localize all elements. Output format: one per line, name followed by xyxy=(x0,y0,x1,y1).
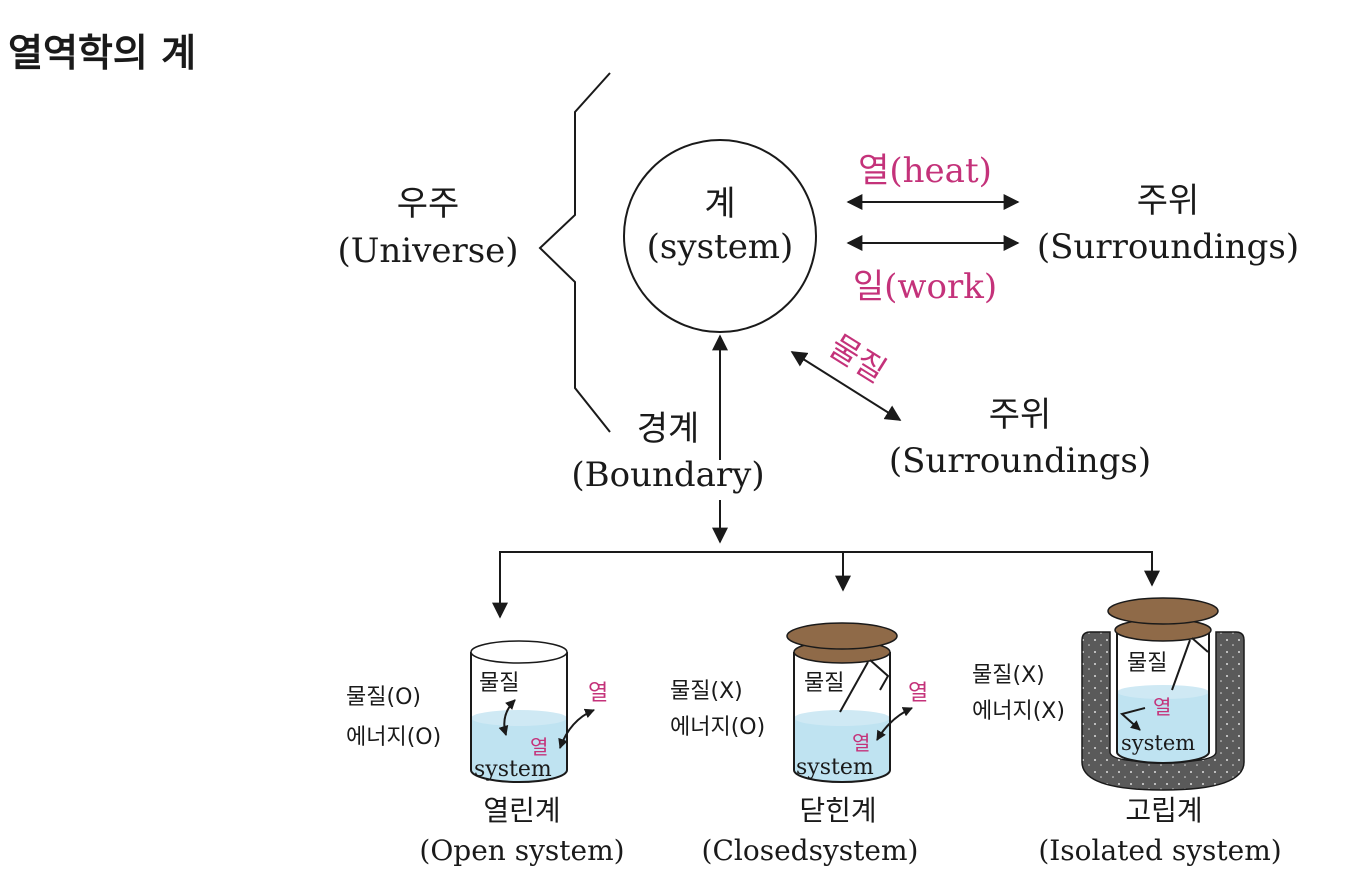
open-water-surface xyxy=(471,710,567,726)
open-matter-status: 물질(O) xyxy=(346,685,421,710)
open-heat-in: 열 xyxy=(530,735,548,759)
insulation-jacket xyxy=(1081,631,1245,791)
closed-water xyxy=(794,718,890,782)
closed-matter-in: 물질 xyxy=(804,671,844,696)
surroundings-top-en: (Surroundings) xyxy=(1037,227,1299,267)
closed-lid-top xyxy=(786,622,898,650)
open-name-ko: 열린계 xyxy=(483,794,560,827)
closed-heat-in: 열 xyxy=(852,731,870,755)
universe-label-ko: 우주 xyxy=(397,184,460,224)
system-label-en: (system) xyxy=(647,227,794,267)
isolated-name-ko: 고립계 xyxy=(1125,794,1202,827)
isolated-energy-status: 에너지(X) xyxy=(972,699,1065,724)
open-matter-in: 물질 xyxy=(479,671,519,696)
open-system-illustration xyxy=(470,640,568,783)
open-matter-arrow xyxy=(498,699,516,736)
boundary-label-ko: 경계 xyxy=(637,409,700,449)
matter-arrow xyxy=(790,351,902,421)
closed-matter-status: 물질(X) xyxy=(670,679,743,704)
open-system-label: system xyxy=(474,757,552,782)
closed-name-ko: 닫힌계 xyxy=(799,794,876,827)
closed-name-en: (Closedsystem) xyxy=(702,834,919,867)
closed-system-label: system xyxy=(796,755,874,780)
page-title: 열역학의 계 xyxy=(8,31,196,75)
open-name-en: (Open system) xyxy=(419,834,624,867)
branch-connector xyxy=(499,551,1160,615)
isolated-matter-status: 물질(X) xyxy=(972,663,1045,688)
closed-energy-status: 에너지(O) xyxy=(670,715,765,740)
surroundings-bottom-en: (Surroundings) xyxy=(889,441,1151,481)
surroundings-top-ko: 주위 xyxy=(1137,181,1200,221)
heat-label: 열(heat) xyxy=(858,151,992,191)
isolated-heat-in: 열 xyxy=(1153,695,1171,719)
open-heat-out: 열 xyxy=(588,681,608,706)
surroundings-bottom-ko: 주위 xyxy=(989,395,1052,435)
system-circle xyxy=(623,139,817,333)
work-label: 일(work) xyxy=(853,267,997,307)
open-heat-arrow xyxy=(558,708,595,749)
isolated-system-label: system xyxy=(1121,731,1195,755)
isolated-heat-arrow xyxy=(1119,707,1146,731)
open-rim xyxy=(470,640,568,664)
isolated-lid-top xyxy=(1107,597,1219,625)
open-water xyxy=(471,718,567,782)
matter-label: 물질 xyxy=(823,327,893,390)
system-label-ko: 계 xyxy=(704,184,735,224)
isolated-system-illustration xyxy=(1081,597,1245,791)
universe-brace xyxy=(538,72,611,433)
boundary-label-en: (Boundary) xyxy=(571,455,764,495)
isolated-matter-in: 물질 xyxy=(1127,651,1167,676)
closed-heat-arrow xyxy=(876,707,913,741)
open-energy-status: 에너지(O) xyxy=(346,725,441,750)
isolated-name-en: (Isolated system) xyxy=(1038,834,1281,867)
closed-heat-out: 열 xyxy=(908,681,928,706)
universe-label-en: (Universe) xyxy=(337,231,518,271)
